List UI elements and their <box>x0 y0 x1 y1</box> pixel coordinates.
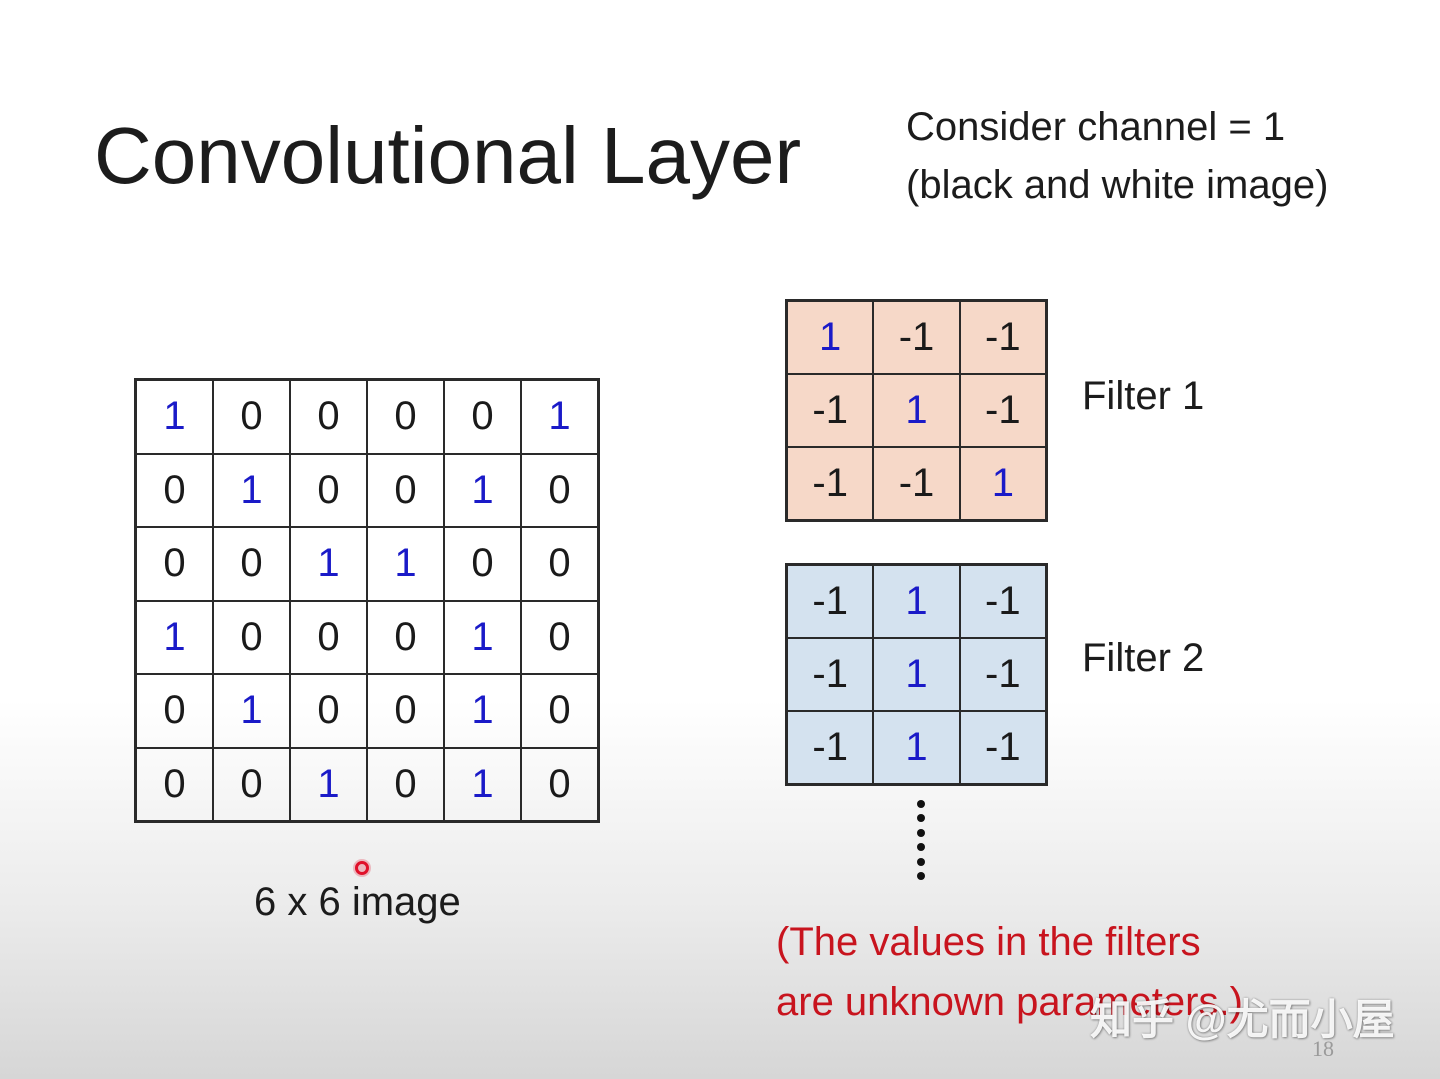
image-cell: 0 <box>367 453 444 527</box>
image-cell: 1 <box>444 747 521 821</box>
laser-pointer-icon <box>353 859 371 877</box>
image-cell: 0 <box>213 527 290 601</box>
image-cell: 0 <box>521 453 598 527</box>
image-cell: 0 <box>444 527 521 601</box>
note-line-1: (The values in the filters <box>776 920 1201 964</box>
filter-1-cell: 1 <box>873 374 960 447</box>
subtitle-line-1: Consider channel = 1 <box>906 105 1286 149</box>
image-cell: 0 <box>136 527 213 601</box>
filter-1-cell: 1 <box>787 301 874 374</box>
filter-1-cell: 1 <box>959 447 1046 520</box>
filter-2-cell: 1 <box>873 711 960 784</box>
filter-1-cell: -1 <box>959 374 1046 447</box>
filter-2-cell: -1 <box>787 711 874 784</box>
image-cell: 1 <box>136 380 213 454</box>
image-cell: 0 <box>521 674 598 748</box>
image-cell: 1 <box>444 453 521 527</box>
image-caption: 6 x 6 image <box>254 880 461 924</box>
filter-2-cell: 1 <box>873 565 960 638</box>
image-cell: 1 <box>521 380 598 454</box>
image-cell: 0 <box>136 674 213 748</box>
image-cell: 0 <box>367 747 444 821</box>
image-cell: 0 <box>290 600 367 674</box>
image-cell: 0 <box>521 600 598 674</box>
filter-2-label: Filter 2 <box>1082 636 1205 680</box>
image-cell: 1 <box>444 600 521 674</box>
filter-2-cell: -1 <box>959 638 1046 711</box>
image-cell: 1 <box>213 674 290 748</box>
image-cell: 0 <box>521 747 598 821</box>
slide-subtitle: Consider channel = 1 (black and white im… <box>906 98 1328 214</box>
image-cell: 0 <box>521 527 598 601</box>
watermark: 知乎 @尤而小屋 <box>1090 996 1395 1043</box>
image-cell: 1 <box>290 527 367 601</box>
image-cell: 0 <box>136 747 213 821</box>
filter-2-cell: 1 <box>873 638 960 711</box>
filter-1-cell: -1 <box>873 301 960 374</box>
filter-2-cell: -1 <box>959 711 1046 784</box>
image-cell: 0 <box>367 600 444 674</box>
subtitle-line-2: (black and white image) <box>906 163 1329 207</box>
slide-title: Convolutional Layer <box>94 111 802 200</box>
image-cell: 1 <box>290 747 367 821</box>
filter-1-cell: -1 <box>787 374 874 447</box>
image-cell: 0 <box>213 380 290 454</box>
image-cell: 1 <box>444 674 521 748</box>
filter-1-cell: -1 <box>873 447 960 520</box>
image-cell: 1 <box>136 600 213 674</box>
filter-2-cell: -1 <box>959 565 1046 638</box>
image-cell: 0 <box>367 674 444 748</box>
image-cell: 0 <box>290 453 367 527</box>
image-cell: 0 <box>136 453 213 527</box>
image-cell: 0 <box>290 380 367 454</box>
image-cell: 0 <box>213 747 290 821</box>
slide-number: 18 <box>1312 1036 1334 1061</box>
filter-note: (The values in the filters are unknown p… <box>776 912 1243 1032</box>
image-cell: 1 <box>367 527 444 601</box>
image-cell: 0 <box>367 380 444 454</box>
image-cell: 0 <box>444 380 521 454</box>
filter-1-cell: -1 <box>787 447 874 520</box>
more-filters-ellipsis <box>914 800 928 880</box>
note-line-2: are unknown parameters.) <box>776 980 1243 1024</box>
filter-2-cell: -1 <box>787 638 874 711</box>
filter-1-cell: -1 <box>959 301 1046 374</box>
filter-2-cell: -1 <box>787 565 874 638</box>
image-cell: 1 <box>213 453 290 527</box>
image-cell: 0 <box>213 600 290 674</box>
filter-1-label: Filter 1 <box>1082 374 1205 418</box>
image-cell: 0 <box>290 674 367 748</box>
